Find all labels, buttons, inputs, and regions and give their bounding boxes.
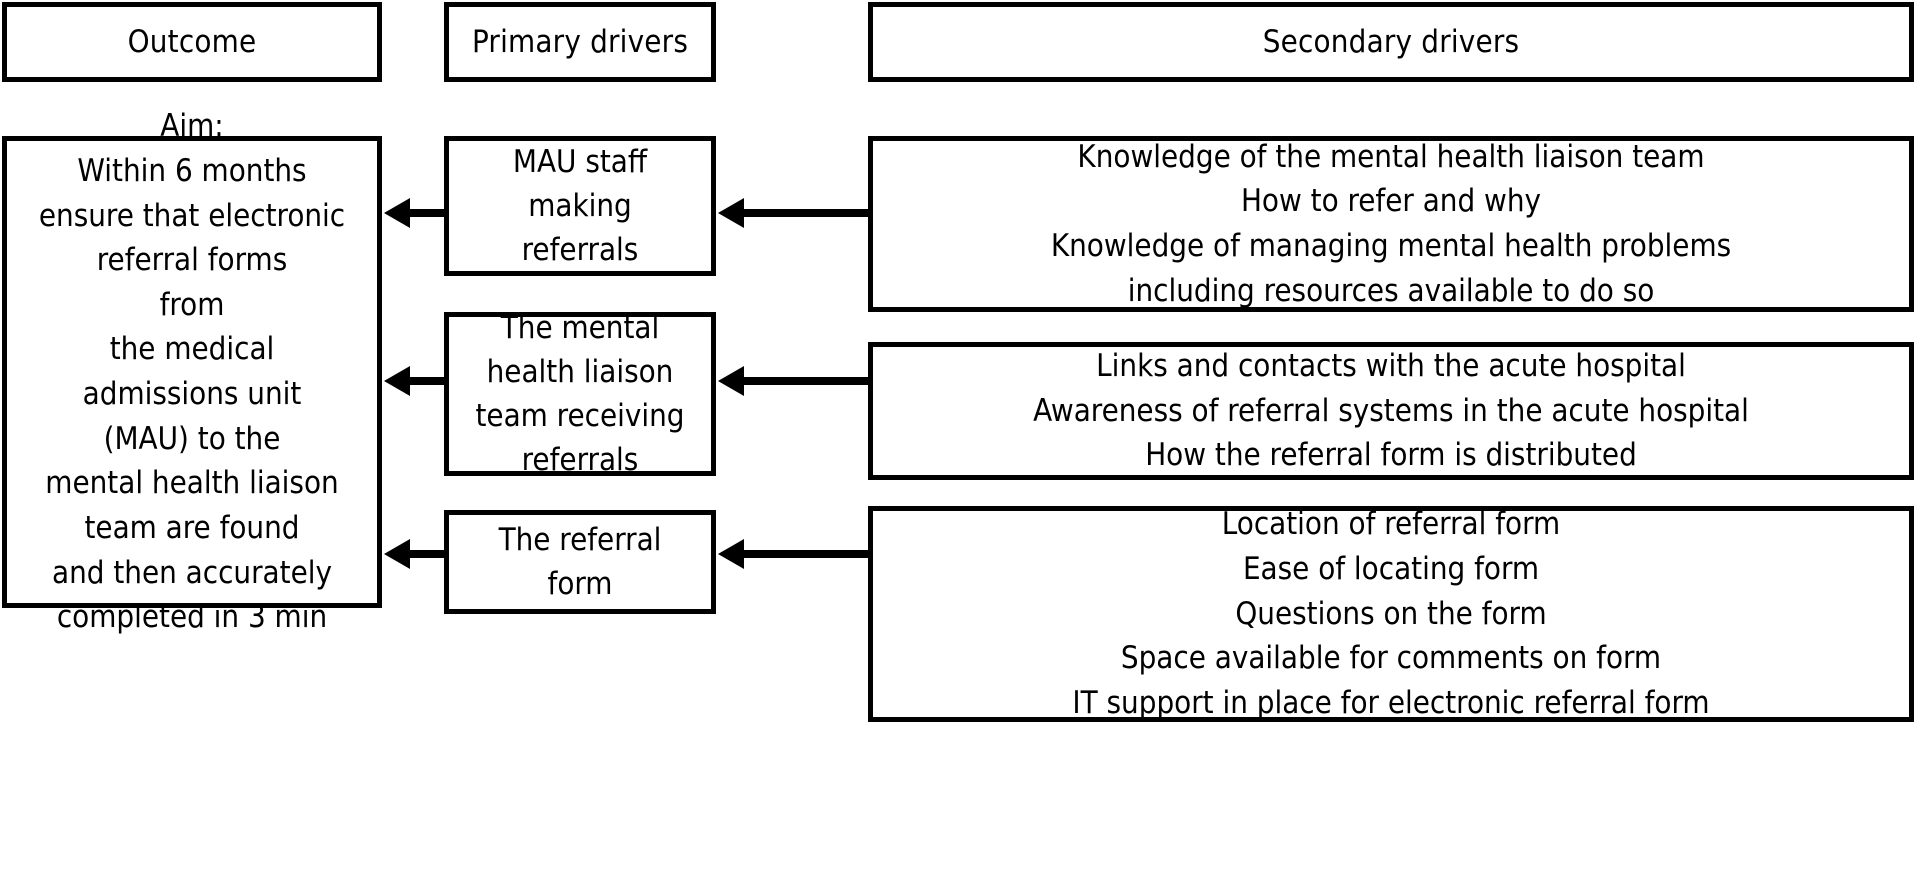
header-label-primary-drivers: Primary drivers bbox=[471, 23, 689, 60]
header-box-secondary-drivers: Secondary drivers bbox=[868, 2, 1914, 82]
arrow-head-icon bbox=[384, 366, 410, 396]
secondary-driver-box-1: Knowledge of the mental health liaison t… bbox=[868, 136, 1914, 312]
header-box-primary-drivers: Primary drivers bbox=[444, 2, 716, 82]
arrow-head-icon bbox=[718, 366, 744, 396]
secondary-driver-text-3: Location of referral form Ease of locati… bbox=[1072, 506, 1710, 721]
primary-driver-box-3: The referral form bbox=[444, 510, 716, 614]
header-label-secondary-drivers: Secondary drivers bbox=[1262, 23, 1520, 60]
arrow-head-icon bbox=[718, 539, 744, 569]
outcome-aim-text: Aim: Within 6 months ensure that electro… bbox=[38, 108, 346, 636]
secondary-driver-box-3: Location of referral form Ease of locati… bbox=[868, 506, 1914, 722]
arrow-shaft bbox=[406, 209, 446, 217]
arrow-shaft bbox=[406, 550, 446, 558]
arrow-shaft bbox=[406, 377, 446, 385]
arrow-head-icon bbox=[718, 198, 744, 228]
primary-driver-text-3: The referral form bbox=[498, 521, 662, 602]
arrow-shaft bbox=[740, 377, 870, 385]
outcome-box-aim: Aim: Within 6 months ensure that electro… bbox=[2, 108, 382, 635]
header-box-outcome: Outcome bbox=[2, 2, 382, 82]
secondary-driver-text-2: Links and contacts with the acute hospit… bbox=[1033, 348, 1749, 474]
primary-driver-box-2: The mental health liaison team receiving… bbox=[444, 310, 716, 478]
arrow-shaft bbox=[740, 209, 870, 217]
secondary-driver-box-2: Links and contacts with the acute hospit… bbox=[868, 342, 1914, 480]
secondary-driver-text-1: Knowledge of the mental health liaison t… bbox=[1050, 138, 1732, 309]
arrow-head-icon bbox=[384, 539, 410, 569]
arrow-shaft bbox=[740, 550, 870, 558]
primary-driver-text-2: The mental health liaison team receiving… bbox=[475, 309, 685, 479]
arrow-head-icon bbox=[384, 198, 410, 228]
header-label-outcome: Outcome bbox=[127, 23, 257, 60]
primary-driver-box-1: MAU staff making referrals bbox=[444, 136, 716, 276]
primary-driver-text-1: MAU staff making referrals bbox=[512, 143, 648, 269]
